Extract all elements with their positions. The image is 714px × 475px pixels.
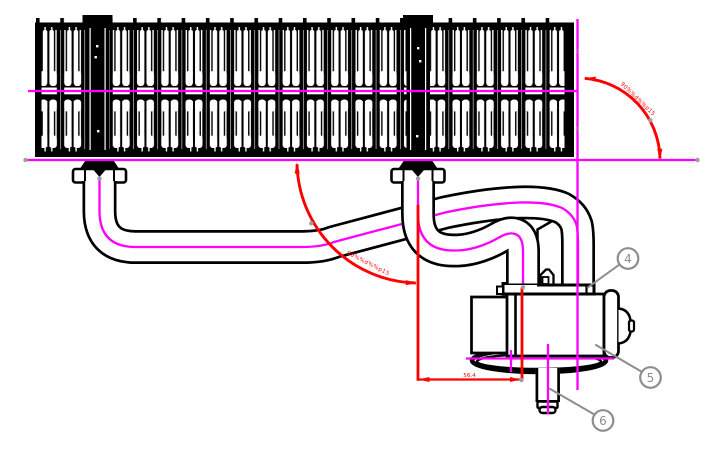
header-tube-cap	[403, 15, 433, 23]
header-tube-bar	[406, 18, 430, 157]
linear-dimension-text: 56.4	[463, 373, 476, 379]
pump-end-cap	[602, 289, 620, 359]
grip-point	[575, 49, 580, 53]
fitting-neck	[397, 160, 439, 170]
balloon-circle	[591, 409, 615, 432]
radiator-fins	[36, 18, 570, 157]
balloon-leaders	[548, 263, 643, 416]
grip-point	[97, 176, 102, 181]
balloon-6-leader	[548, 387, 596, 416]
balloon-4-label: 4	[624, 252, 632, 266]
balloon-4-leader	[587, 263, 621, 289]
grip-point	[519, 377, 524, 383]
tube-bar-speck	[94, 56, 97, 59]
pump-vent-nub	[539, 268, 555, 285]
hose-right	[401, 179, 540, 284]
balloon-6-label: 6	[599, 414, 607, 428]
grip-point	[309, 221, 314, 226]
arrowhead	[657, 148, 663, 160]
grip-point	[648, 118, 653, 123]
tube-bar-speck	[417, 47, 420, 50]
pump-end-nipple	[627, 319, 636, 333]
balloon-circle	[616, 247, 640, 270]
balloon-5-leader	[595, 344, 643, 373]
tube-bar-highlight	[425, 28, 427, 150]
radiator-tube-column-right	[403, 15, 433, 157]
header-tube-cap	[82, 15, 113, 23]
centerlines	[25, 19, 698, 415]
hose-fitting-left	[71, 160, 128, 184]
grip-point	[415, 176, 421, 181]
balloon-4: 4	[616, 247, 640, 270]
arrowhead	[294, 162, 300, 174]
dimension-arc	[295, 164, 416, 285]
arrowhead	[510, 377, 521, 382]
arrowhead	[418, 377, 430, 382]
hose-fitting-right	[390, 160, 446, 184]
tube-bar-speck	[96, 45, 99, 48]
flange-step	[496, 285, 504, 295]
radiator-left-end-plate	[35, 22, 42, 157]
hose-right-centerline	[416, 179, 525, 284]
pump-motor-housing	[470, 295, 510, 355]
linear-dimension	[416, 205, 524, 381]
grip-point	[575, 126, 580, 131]
tube-bar-speck	[416, 135, 419, 138]
grip-points	[23, 49, 700, 383]
balloon-5-label: 5	[647, 371, 655, 385]
balloon-6: 6	[591, 409, 615, 432]
radiator-tube-column-left	[82, 15, 113, 157]
balloon-circle	[639, 366, 662, 389]
radiator-right-end-plate	[564, 22, 574, 157]
tube-bar-highlight	[104, 28, 106, 150]
grip-point	[520, 285, 526, 290]
dimension-arc	[584, 76, 662, 159]
angular-dimension-top-text: 90%%d%%p15	[619, 81, 656, 117]
balloon-5: 5	[639, 366, 662, 389]
arrowhead	[584, 76, 596, 82]
fitting-crimp-mark	[93, 170, 106, 177]
annotations: 4 5 6	[23, 49, 700, 432]
fitting-neck	[79, 160, 120, 170]
tube-bar-speck	[419, 60, 422, 63]
arrowhead	[405, 280, 417, 286]
grip-point	[23, 157, 28, 163]
header-tube-bar	[86, 18, 109, 157]
fitting-crimp-mark	[412, 170, 424, 177]
tube-bar-speck	[97, 130, 100, 133]
angular-dimension-left	[295, 164, 416, 285]
grip-point	[695, 157, 700, 163]
tube-bar-highlight	[89, 28, 91, 150]
radiator-core	[35, 15, 574, 157]
angular-dimension-top	[584, 76, 662, 159]
tube-bar-highlight	[410, 28, 412, 150]
